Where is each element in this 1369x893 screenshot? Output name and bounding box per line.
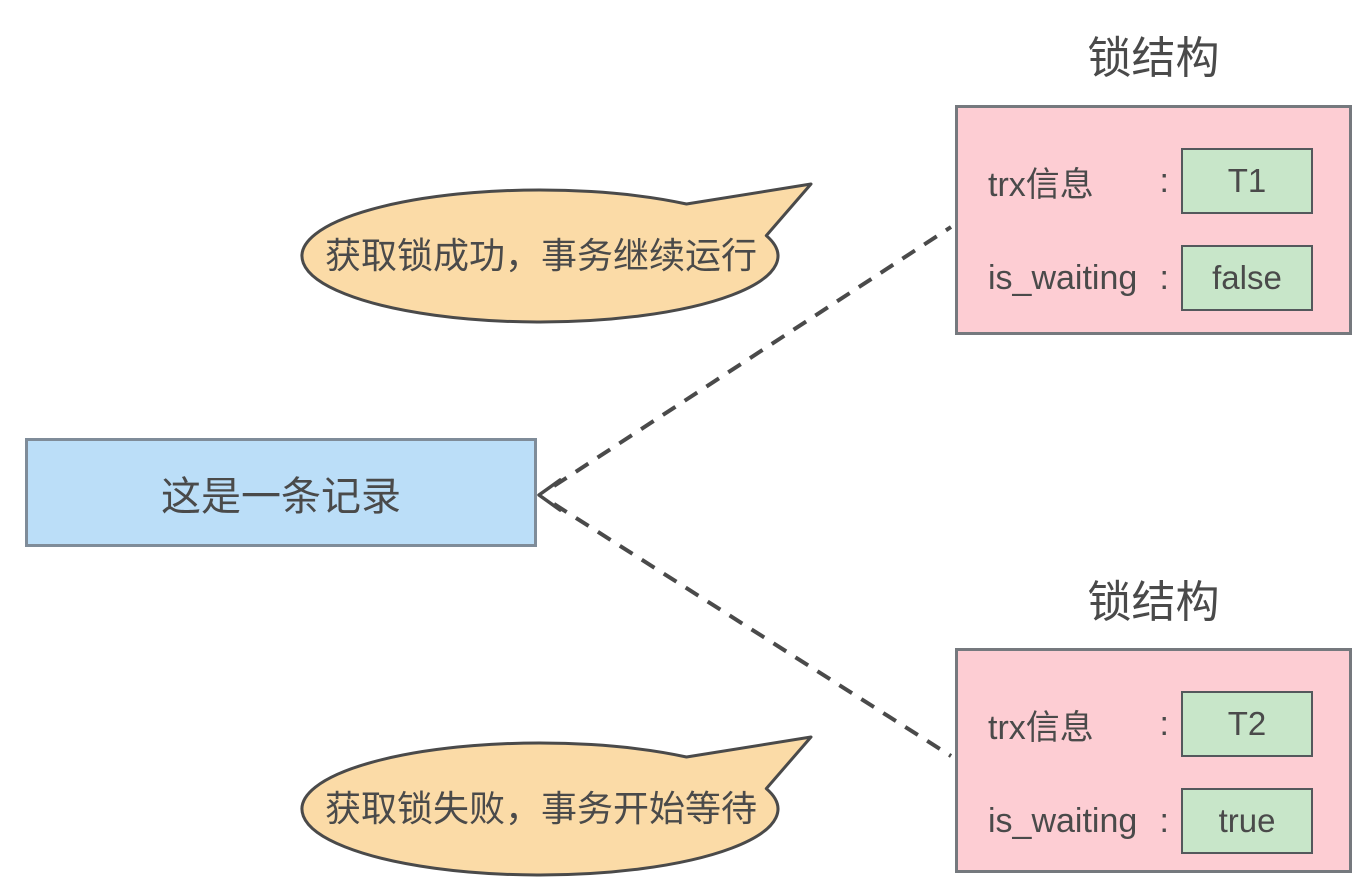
bubble-fail-text: 获取锁失败，事务开始等待	[324, 788, 757, 829]
lock-row-label: is_waiting	[988, 801, 1138, 840]
lock-structure-title-top: 锁结构	[1087, 34, 1220, 83]
lock-structure-card-top: trx信息 : T1 is_waiting : false	[955, 105, 1352, 335]
lock-row-label: trx信息	[988, 165, 1094, 204]
lock-row-value: T2	[1181, 691, 1313, 757]
bubble-success-text: 获取锁成功，事务继续运行	[324, 235, 757, 276]
arrowhead-icon	[537, 478, 562, 512]
lock-row-colon: :	[1159, 704, 1169, 743]
bubble-success: 获取锁成功，事务继续运行	[290, 175, 830, 330]
lock-row-colon: :	[1159, 161, 1169, 200]
lock-row-label: is_waiting	[988, 258, 1138, 297]
lock-row-label: trx信息	[988, 708, 1094, 747]
lock-row: is_waiting : true	[988, 788, 1313, 854]
record-label: 这是一条记录	[161, 474, 401, 519]
speech-bubble-shape	[300, 182, 813, 324]
lock-row-value: T1	[1181, 148, 1313, 214]
lock-row: is_waiting : false	[988, 245, 1313, 311]
lock-row: trx信息 : T2	[988, 691, 1313, 757]
lock-row-value: false	[1181, 245, 1313, 311]
bubble-fail: 获取锁失败，事务开始等待	[290, 728, 830, 883]
lock-structure-title-bottom: 锁结构	[1087, 578, 1220, 627]
lock-row-colon: :	[1159, 801, 1169, 840]
lock-row-colon: :	[1159, 258, 1169, 297]
dashed-line-to-bottom-lock	[552, 502, 953, 758]
lock-structure-card-bottom: trx信息 : T2 is_waiting : true	[955, 648, 1352, 873]
dashed-line-to-top-lock	[552, 225, 953, 488]
lock-row: trx信息 : T1	[988, 148, 1313, 214]
record-box: 这是一条记录	[25, 438, 537, 547]
speech-bubble-shape	[300, 735, 813, 877]
lock-row-value: true	[1181, 788, 1313, 854]
